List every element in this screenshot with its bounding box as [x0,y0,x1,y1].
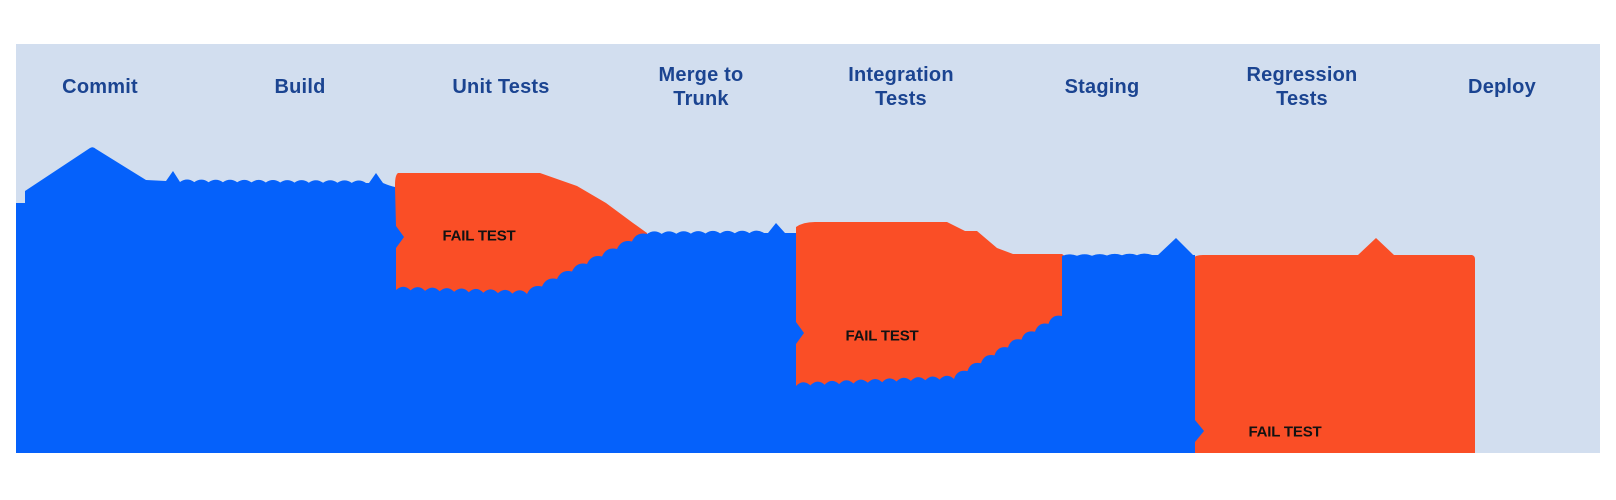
fail-block-regression-tests [1190,238,1475,453]
stage-label-integration-tests: Integration Tests [848,64,954,110]
stage-label-merge-to-trunk: Merge to Trunk [658,64,744,110]
stage-label-staging: Staging [1064,76,1140,98]
stage-label-commit: Commit [62,76,138,98]
stage-label-build: Build [274,76,326,98]
fail-test-label-regression-tests: FAIL TEST [1248,423,1322,441]
stage-label-unit-tests: Unit Tests [452,76,550,98]
fail-test-label-unit-tests: FAIL TEST [442,227,516,245]
fail-test-label-integration-tests: FAIL TEST [845,327,919,345]
flow-stream-shape [16,147,1204,453]
stage-label-regression-tests: Regression Tests [1246,64,1358,110]
stage-label-deploy: Deploy [1468,76,1536,98]
